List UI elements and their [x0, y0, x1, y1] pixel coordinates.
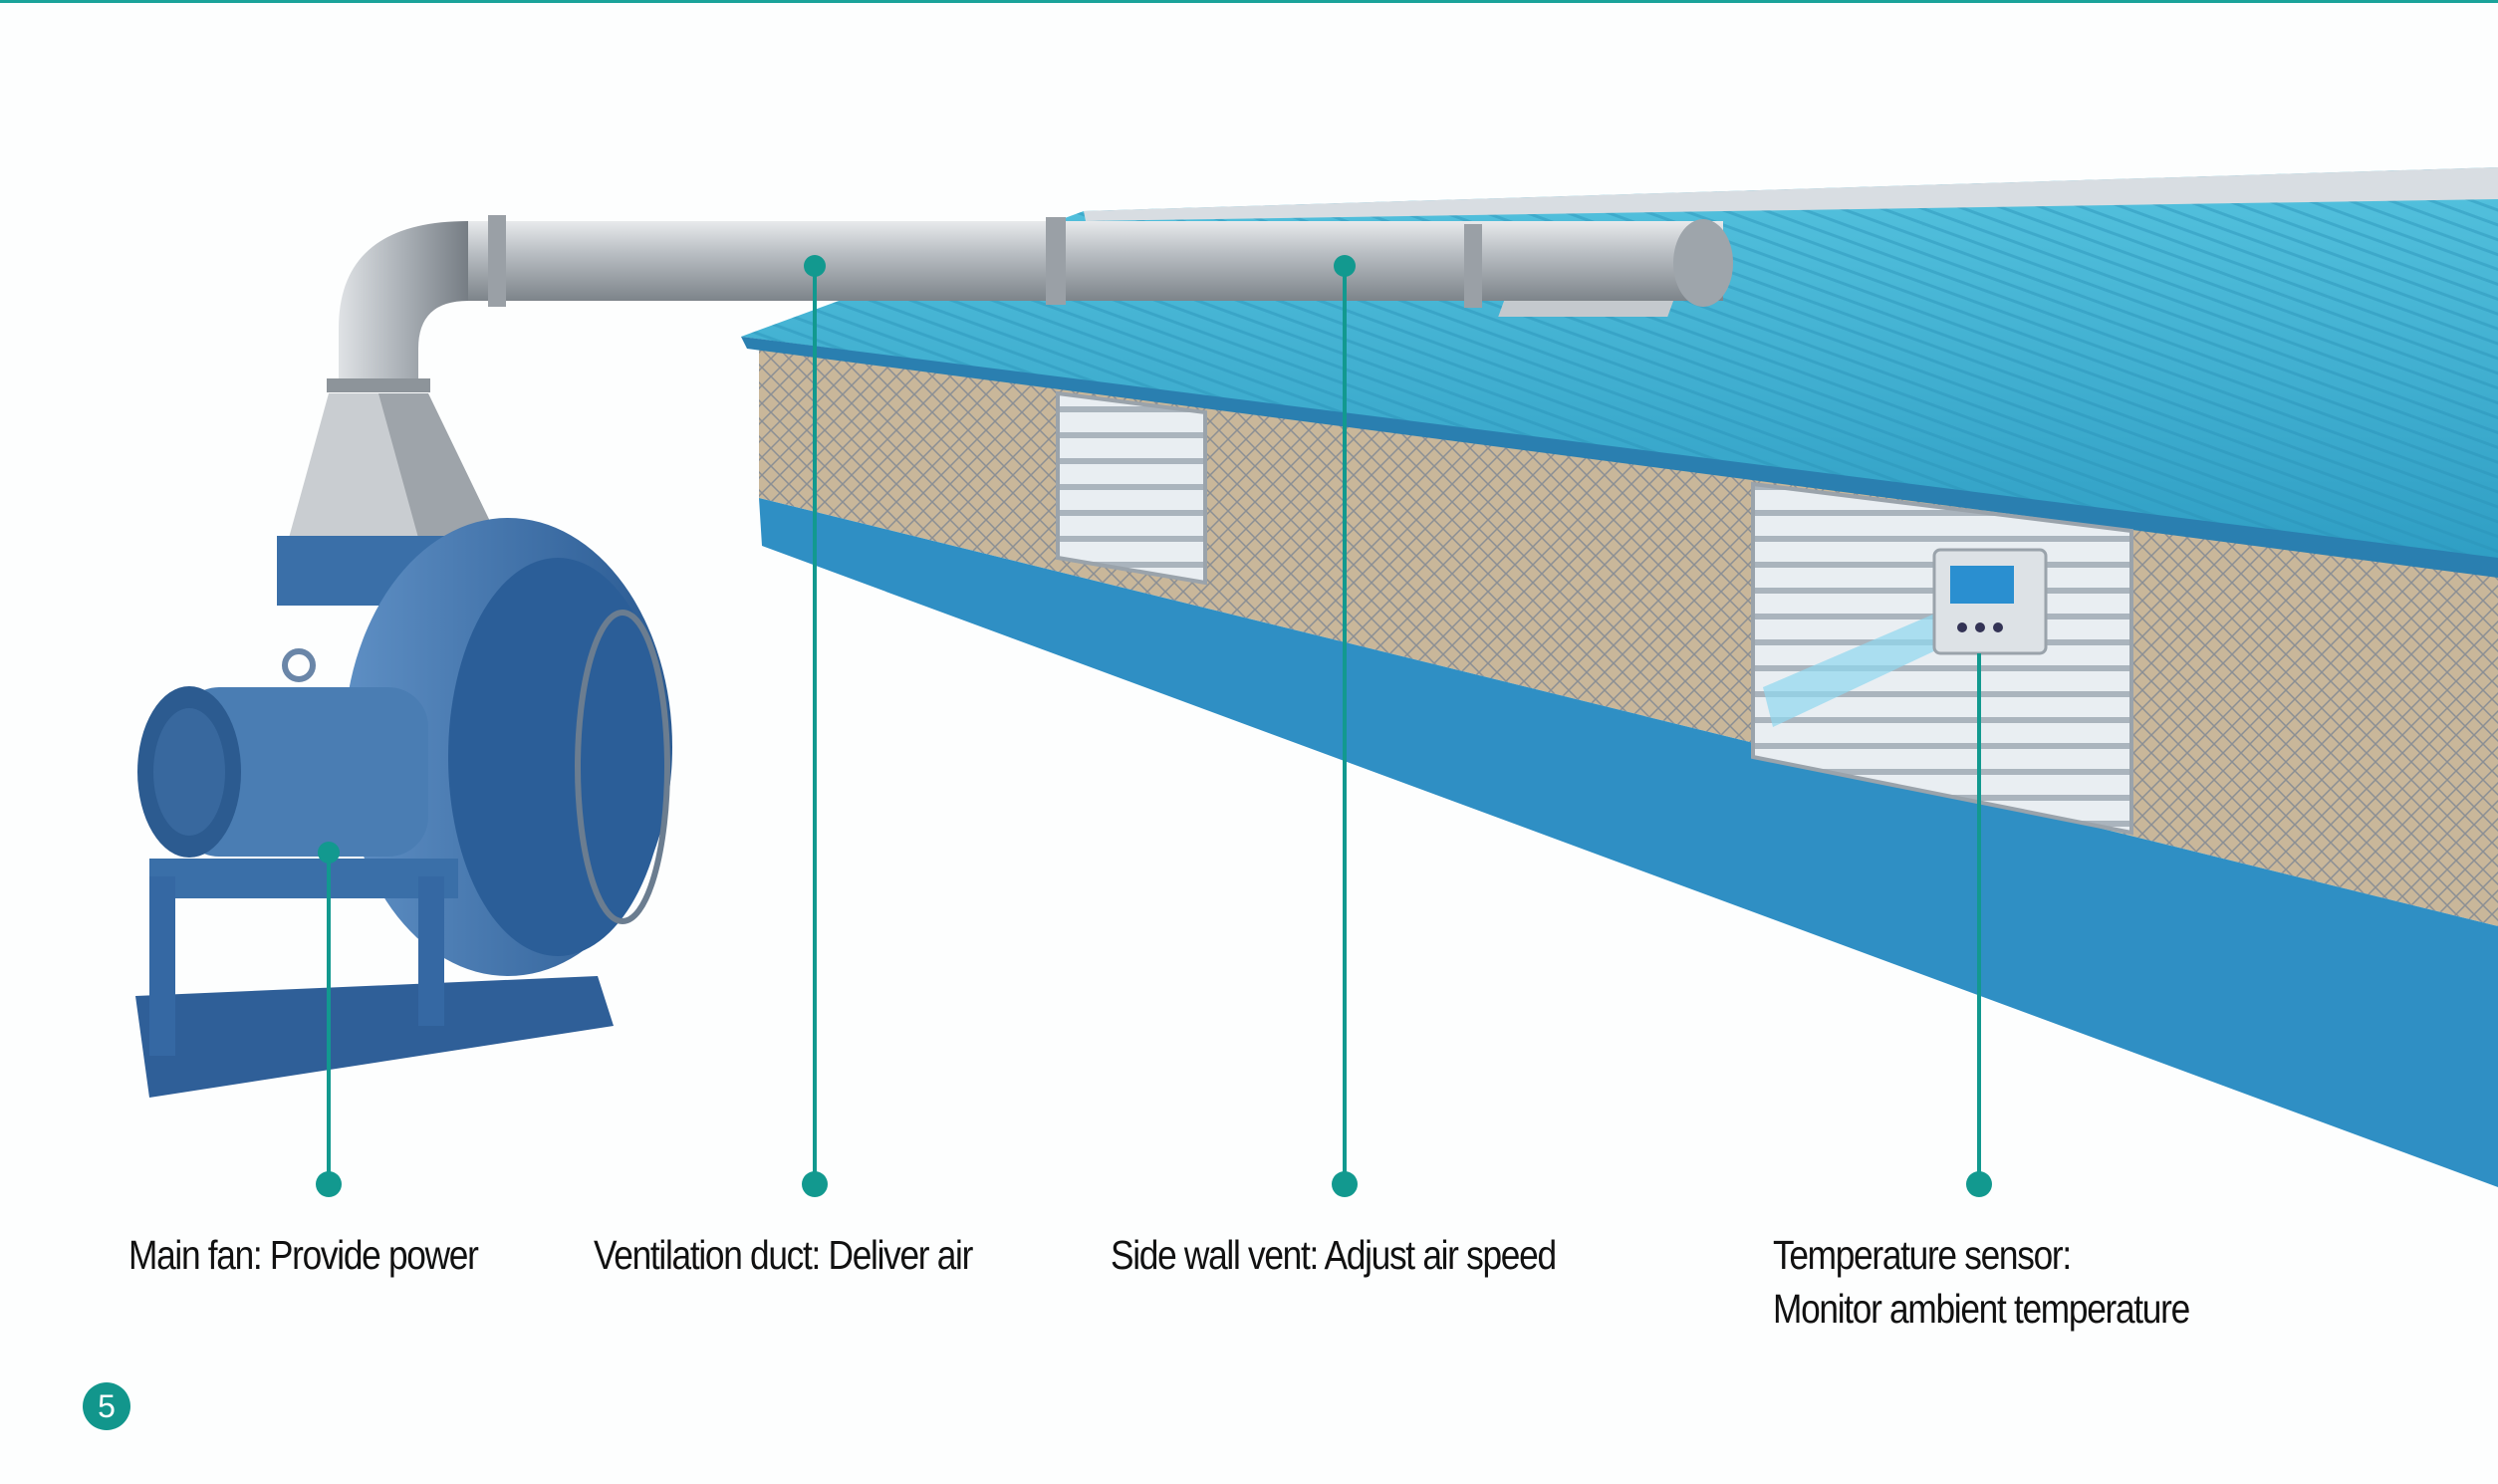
main-fan	[135, 518, 672, 1098]
wall-top-strip	[741, 337, 2498, 578]
poultry-house	[741, 167, 2498, 1187]
callout-label-main-fan: Main fan: Provide power	[128, 1232, 479, 1278]
callout-dot-fan	[316, 1171, 342, 1197]
callout-dot-vent	[1332, 1171, 1358, 1197]
temperature-sensor-box	[1932, 548, 2048, 655]
page-number-badge: 5	[83, 1382, 130, 1430]
callout-label-ventilation-duct: Ventilation duct: Deliver air	[594, 1232, 973, 1278]
air-flow	[1763, 613, 1942, 727]
callout-lines	[316, 255, 1992, 1197]
callout-dot-sensor	[1966, 1171, 1992, 1197]
ventilation-duct	[289, 215, 1733, 538]
callout-label-temperature-sensor: Temperature sensor:	[1773, 1232, 2072, 1278]
callout-dot-fan-top	[318, 842, 340, 864]
side-wall-vent	[1056, 390, 1207, 586]
callout-label-temperature-sensor-desc: Monitor ambient temperature	[1773, 1286, 2190, 1332]
callout-dot-duct-top	[804, 255, 826, 277]
side-wall	[759, 498, 2498, 1187]
ridge-rail	[1084, 167, 2498, 221]
top-accent-line	[0, 0, 2498, 3]
callout-label-side-wall-vent: Side wall vent: Adjust air speed	[1111, 1232, 1557, 1278]
callout-dot-duct	[802, 1171, 828, 1197]
callout-dot-vent-top	[1334, 255, 1356, 277]
